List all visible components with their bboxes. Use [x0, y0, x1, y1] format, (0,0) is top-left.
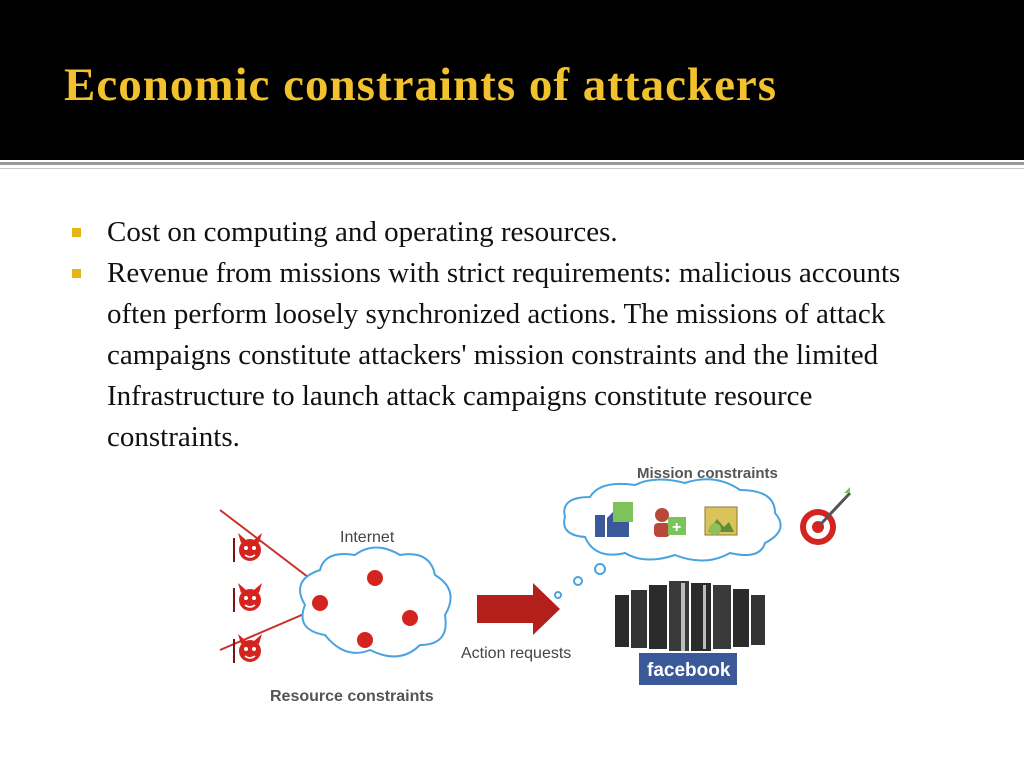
like-icon	[595, 502, 633, 537]
title-bar	[0, 0, 1024, 160]
photo-icon	[704, 506, 738, 536]
bullet-text: Revenue from missions with strict requir…	[107, 257, 901, 453]
devil-icon	[233, 533, 262, 562]
facebook-label: facebook	[647, 660, 731, 681]
attack-diagram: Internet Resource constraints Action req…	[219, 465, 852, 705]
square-bullet-icon	[72, 269, 81, 278]
right-arrow-icon	[477, 583, 560, 635]
add-friend-icon: +	[654, 508, 686, 537]
target-icon	[800, 487, 852, 545]
bullet-list: Cost on computing and operating resource…	[72, 212, 952, 458]
thought-dot	[554, 591, 562, 599]
devil-icon	[233, 583, 262, 612]
title-divider-thin	[0, 168, 1024, 169]
thought-dot	[594, 563, 606, 575]
node-dot	[357, 632, 373, 648]
internet-cloud-icon	[299, 546, 452, 658]
resource-constraints-label: Resource constraints	[270, 688, 434, 705]
facebook-badge	[639, 653, 737, 685]
node-dot	[312, 595, 328, 611]
bullet-item: Cost on computing and operating resource…	[72, 212, 952, 253]
bullet-text: Cost on computing and operating resource…	[107, 216, 618, 248]
svg-text:+: +	[672, 519, 681, 536]
node-dot	[367, 570, 383, 586]
title-divider	[0, 162, 1024, 165]
node-dot	[402, 610, 418, 626]
square-bullet-icon	[72, 228, 81, 237]
slide-title: Economic constraints of attackers	[64, 59, 778, 111]
bullet-item: Revenue from missions with strict requir…	[72, 253, 952, 458]
internet-label: Internet	[340, 529, 395, 546]
mission-constraints-label: Mission constraints	[637, 465, 778, 482]
thought-dot	[573, 576, 583, 586]
devil-icon	[233, 634, 262, 663]
server-rack-icon	[615, 581, 765, 651]
action-requests-label: Action requests	[461, 645, 571, 662]
